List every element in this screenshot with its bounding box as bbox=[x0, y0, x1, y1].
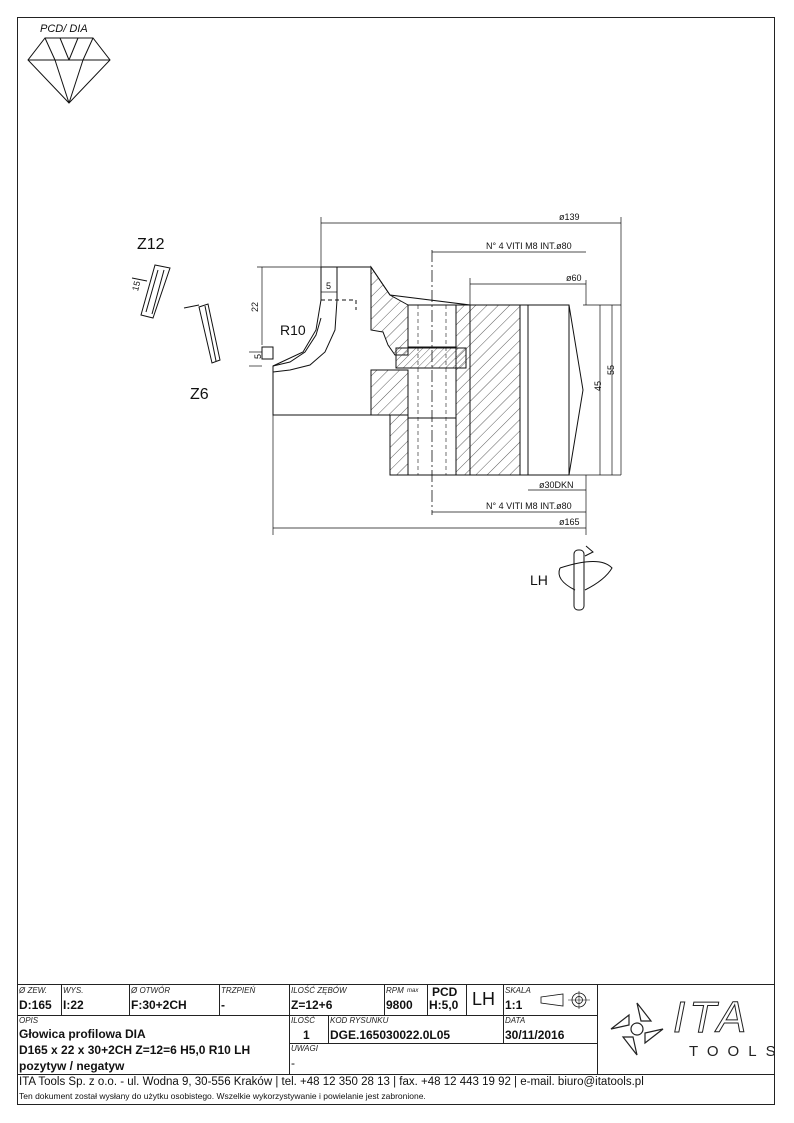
trzpien-value: - bbox=[221, 998, 225, 1012]
pcd-dia-label: PCD/ DIA bbox=[40, 23, 88, 35]
zebow-value: Z=12+6 bbox=[291, 998, 333, 1012]
angle-label: 15 bbox=[130, 280, 142, 292]
pcd-value: H:5,0 bbox=[429, 998, 459, 1012]
r10-label: R10 bbox=[280, 322, 306, 338]
otwor-cell: Ø OTWÓR F:30+2CH bbox=[131, 986, 187, 1012]
dimension-lines bbox=[249, 217, 622, 535]
dim5-top-label: 5 bbox=[326, 281, 331, 291]
lh-cell: LH bbox=[472, 989, 496, 1009]
title-block: Ø ZEW. D:165 WYS. I:22 Ø OTWÓR F:30+2CH … bbox=[17, 984, 776, 1105]
wys-value: I:22 bbox=[63, 998, 84, 1012]
wys-cell: WYS. I:22 bbox=[63, 986, 84, 1012]
skala-cell: SKALA 1:1 bbox=[503, 985, 597, 1015]
z6-label: Z6 bbox=[190, 386, 209, 403]
rotation-direction-icon bbox=[558, 545, 613, 611]
data-value: 30/11/2016 bbox=[505, 1028, 565, 1042]
rpm-cell: RPM max 9800 bbox=[386, 986, 419, 1012]
otwor-value: F:30+2CH bbox=[131, 998, 187, 1012]
dim22-label: 22 bbox=[250, 302, 260, 312]
logo-main-text: ITA bbox=[672, 993, 751, 1043]
rpm-value: 9800 bbox=[386, 998, 413, 1012]
dim5-side-label: 5 bbox=[253, 354, 263, 359]
cutter-head-section bbox=[261, 250, 584, 515]
tb-row-divider bbox=[17, 1074, 775, 1075]
dia60-label: ø60 bbox=[566, 273, 582, 283]
kod-cell: KOD RYSUNKU DGE.165030022.0L05 bbox=[330, 1016, 451, 1042]
dia165-label: ø165 bbox=[559, 517, 580, 527]
viti-bottom-label: N° 4 VITI M8 INT.ø80 bbox=[486, 501, 572, 511]
drawing-frame bbox=[17, 17, 775, 1105]
viti-top-label: N° 4 VITI M8 INT.ø80 bbox=[486, 241, 572, 251]
ilosc-value: 1 bbox=[303, 1028, 310, 1042]
dim45-label: 45 bbox=[593, 381, 603, 391]
ilosc-cell: ILOŚĆ 1 bbox=[291, 1016, 316, 1042]
skala-value: 1:1 bbox=[505, 998, 523, 1012]
opis-cell: OPIS Głowica profilowa DIA D165 x 22 x 3… bbox=[19, 1016, 251, 1073]
z6-insert bbox=[183, 303, 221, 364]
z12-label: Z12 bbox=[137, 236, 165, 253]
logo-sub-text: TOOLS bbox=[689, 1043, 785, 1060]
pcd-cell: PCD H:5,0 bbox=[429, 985, 459, 1012]
footer-contact: ITA Tools Sp. z o.o. - ul. Wodna 9, 30-5… bbox=[19, 1076, 644, 1088]
uwagi-cell: UWAGI - bbox=[291, 1044, 318, 1070]
ita-logo-mark-icon bbox=[610, 1002, 664, 1056]
kod-value: DGE.165030022.0L05 bbox=[330, 1028, 451, 1042]
footer-disclaimer: Ten dokument został wysłany do użytku os… bbox=[19, 1091, 426, 1101]
zebow-cell: ILOŚĆ ZĘBÓW Z=12+6 bbox=[291, 986, 347, 1012]
projection-symbol-icon bbox=[540, 991, 590, 1009]
opis-line1: Głowica profilowa DIA bbox=[19, 1027, 146, 1041]
dim55-label: 55 bbox=[606, 365, 616, 375]
lh-rotation-label: LH bbox=[530, 572, 548, 588]
trzpien-cell: TRZPIEŃ - bbox=[221, 986, 256, 1012]
data-cell: DATA 30/11/2016 bbox=[505, 1016, 565, 1042]
ita-logo: ITA TOOLS bbox=[597, 985, 776, 1074]
z12-insert bbox=[131, 264, 171, 319]
zew-value: D:165 bbox=[19, 998, 52, 1012]
dia30-label: ø30DKN bbox=[539, 480, 574, 490]
tb-row-divider bbox=[17, 1015, 597, 1016]
opis-line2: D165 x 22 x 30+2CH Z=12=6 H5,0 R10 LH bbox=[19, 1043, 251, 1057]
opis-line3: pozytyw / negatyw bbox=[19, 1059, 125, 1073]
tb-row-divider bbox=[289, 1043, 597, 1044]
dia139-label: ø139 bbox=[559, 212, 580, 222]
zew-cell: Ø ZEW. D:165 bbox=[19, 986, 52, 1012]
diamond-icon bbox=[27, 37, 111, 104]
uwagi-value: - bbox=[291, 1056, 295, 1070]
